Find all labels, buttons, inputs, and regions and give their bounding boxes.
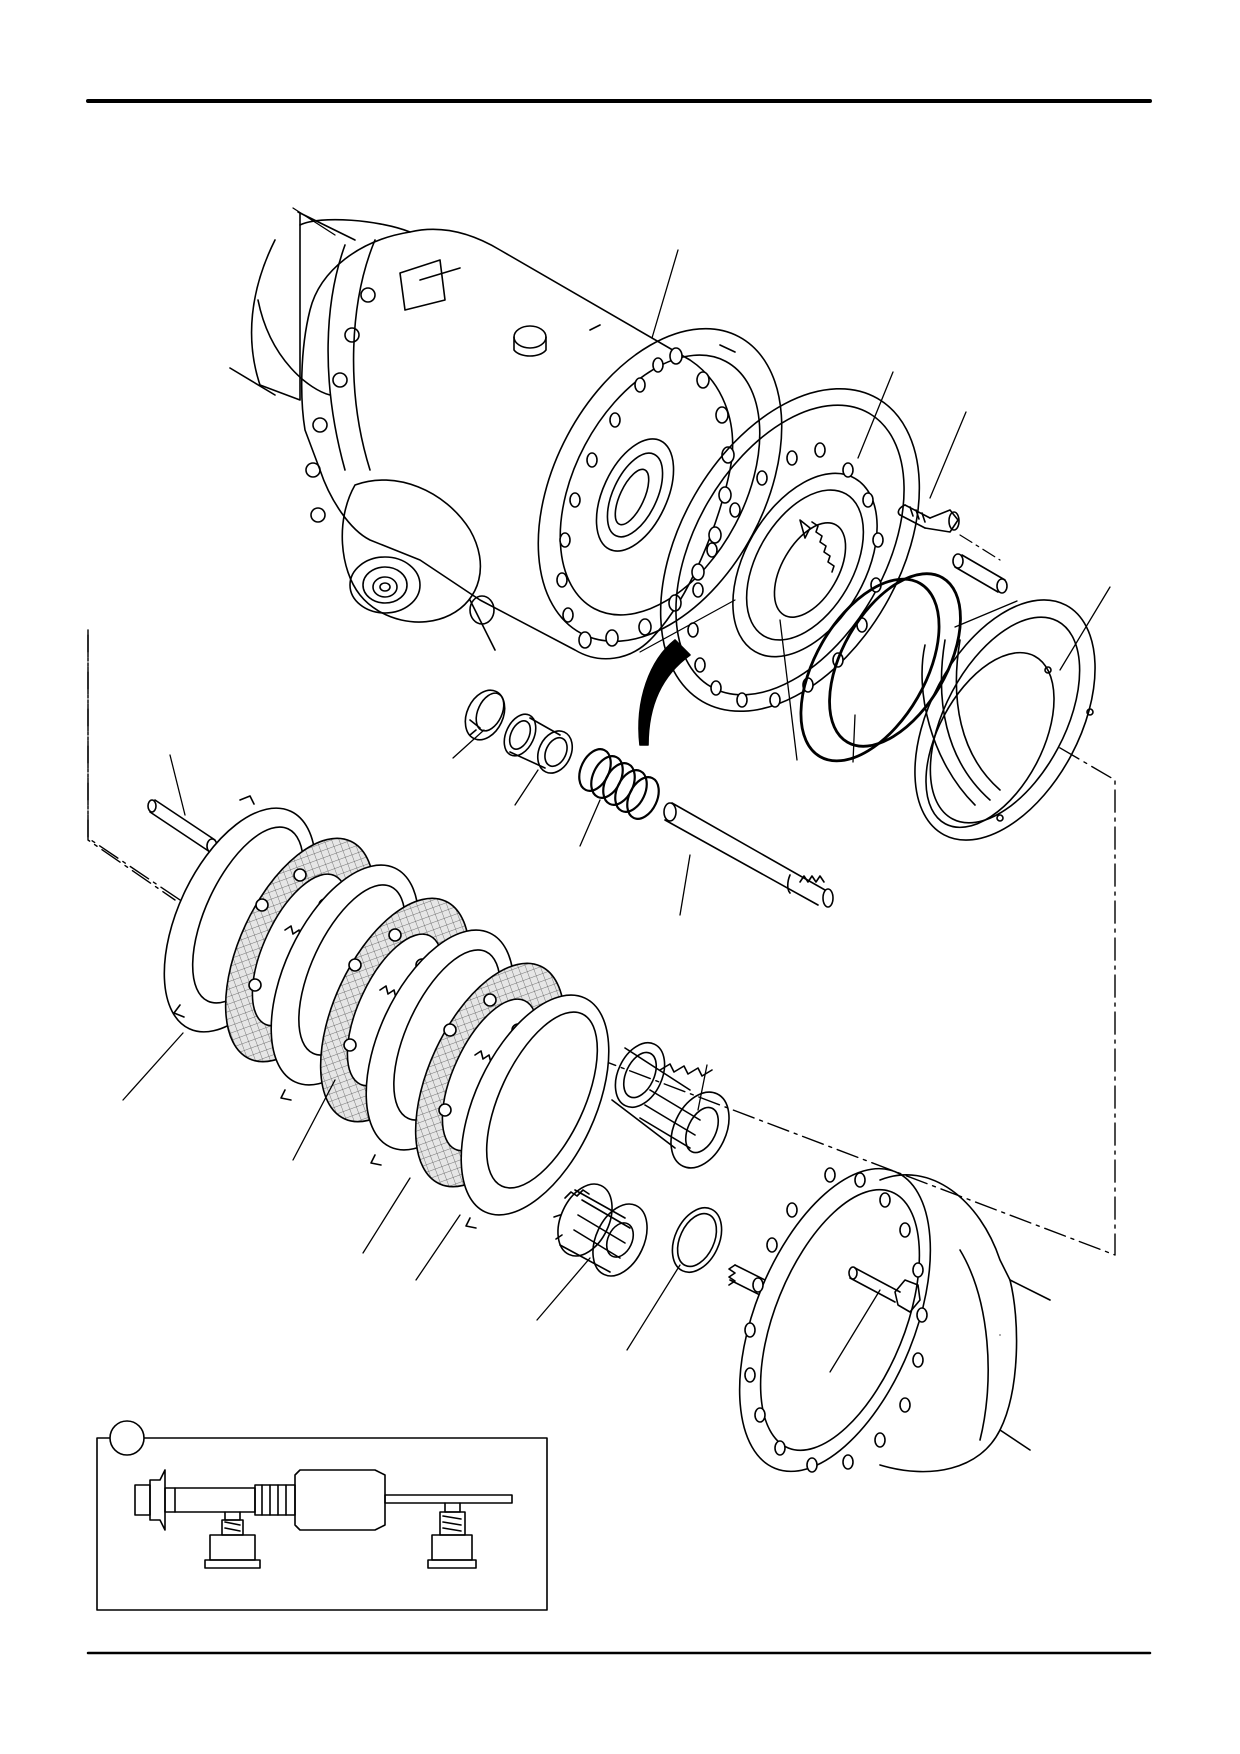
sun-gear — [553, 1183, 648, 1277]
circle-badge-icon — [109, 1420, 145, 1456]
leader-lines — [122, 207, 1111, 1373]
assembly-centerline-frame — [87, 629, 1116, 1256]
roll-pin-left — [147, 799, 218, 854]
wheel-hub-housing — [728, 1167, 1051, 1473]
assembly-centerline — [87, 634, 176, 901]
dowel-pin-upper — [952, 553, 1008, 594]
inset-frame — [96, 1437, 548, 1611]
axle-housing — [229, 211, 783, 660]
separator-plate — [460, 994, 610, 1229]
capscrew-upper — [897, 504, 960, 533]
splined-hub — [611, 1042, 730, 1169]
return-spring-stack — [578, 748, 660, 820]
assembly-centerline-outer — [88, 630, 650, 665]
bushing-sleeve — [503, 713, 574, 774]
brake-plate-stack — [163, 795, 610, 1229]
inset-tool-detail — [96, 1420, 548, 1611]
seal-lip — [638, 639, 691, 746]
snap-ring — [671, 1207, 723, 1273]
plunger-shaft — [663, 802, 834, 908]
assembly-centerline-top — [88, 635, 660, 640]
piston-seal-rings — [799, 572, 962, 763]
piston-ring — [914, 599, 1096, 841]
